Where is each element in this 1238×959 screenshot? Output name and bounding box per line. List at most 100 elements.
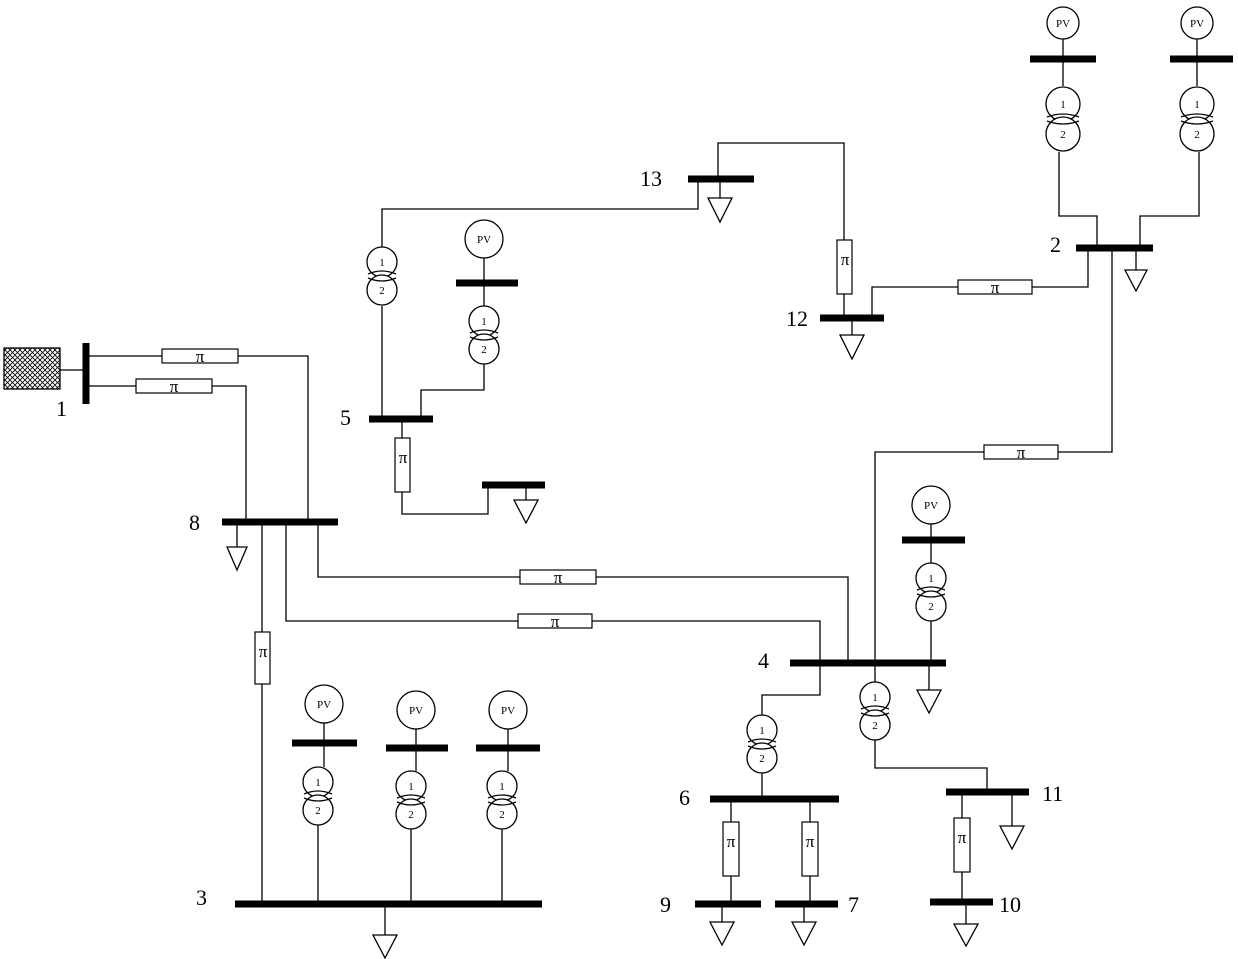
- pv-label: PV: [1056, 18, 1070, 30]
- line-8-3: π: [254, 631, 271, 685]
- wire-bus8-bus6: [285, 522, 821, 715]
- pi-symbol: π: [727, 832, 736, 851]
- line-4-2: π: [983, 443, 1059, 462]
- wires: [60, 38, 1200, 935]
- pi-symbol: π: [554, 568, 563, 587]
- bus-label-1: 1: [56, 396, 67, 421]
- load-arrow-icon: [915, 689, 943, 715]
- load-arrow-icon: [998, 825, 1026, 851]
- load-arrow-icon: [226, 546, 248, 572]
- pi-symbol: π: [841, 250, 850, 269]
- pv-label: PV: [501, 705, 515, 717]
- winding-1-label: 1: [759, 725, 765, 737]
- winding-2-label: 2: [1194, 129, 1200, 141]
- bus-labels: 1 2 3 4 5 6 7 8 9 10 11 12 13: [56, 166, 1063, 917]
- pv-label: PV: [1190, 18, 1204, 30]
- winding-2-label: 2: [872, 720, 878, 732]
- pv-source-2a: PV: [1046, 6, 1080, 40]
- load-arrow-icon: [838, 334, 866, 361]
- winding-2-label: 2: [379, 285, 385, 297]
- pi-symbol: π: [259, 642, 268, 661]
- pv-label: PV: [477, 234, 491, 246]
- pv-source-3c: PV: [488, 690, 528, 730]
- transformer-pv3b: 1 2: [395, 770, 427, 830]
- transformer-pv3c: 1 2: [486, 770, 518, 830]
- load-arrow-icon: [790, 921, 818, 947]
- winding-1-label: 1: [481, 316, 487, 328]
- winding-1-label: 1: [315, 777, 321, 789]
- pi-symbol: π: [806, 832, 815, 851]
- pv-label: PV: [317, 699, 331, 711]
- bus-label-5: 5: [340, 405, 351, 430]
- wire-bus13-bus12: [717, 142, 845, 318]
- winding-1-label: 1: [1060, 99, 1066, 111]
- line-13-12: π: [836, 239, 853, 295]
- line-8-6: π: [517, 612, 593, 631]
- bus-label-6: 6: [679, 785, 690, 810]
- pi-symbol: π: [1017, 443, 1026, 462]
- load-arrow-icon: [706, 197, 734, 224]
- wire-bus4-bus2: [874, 248, 1113, 663]
- winding-2-label: 2: [928, 601, 934, 613]
- wire-bus8-bus4: [317, 522, 849, 663]
- transformer-pv4: 1 2: [915, 562, 947, 622]
- pi-symbol: π: [196, 347, 205, 366]
- bus-label-11: 11: [1042, 781, 1063, 806]
- bus-label-8: 8: [189, 510, 200, 535]
- transformer-bus6: 1 2: [746, 714, 778, 774]
- bus-bars: [82, 55, 1233, 908]
- line-1-8-a: π: [161, 347, 239, 366]
- load-arrow-icon: [708, 921, 736, 947]
- line-6-9: π: [722, 821, 740, 877]
- pv-sources: PV PV PV PV PV PV PV: [304, 6, 1214, 730]
- line-11-10: π: [953, 817, 971, 873]
- winding-2-label: 2: [481, 344, 487, 356]
- transformer-pv5: 1 2: [468, 305, 500, 365]
- winding-1-label: 1: [499, 781, 505, 793]
- line-6-7: π: [801, 821, 819, 877]
- transformer-pv2b: 1 2: [1179, 86, 1215, 152]
- wire-bus1-bus8-a: [88, 355, 309, 522]
- loads: [226, 197, 1149, 959]
- transformer-pv2a: 1 2: [1045, 86, 1081, 152]
- winding-1-label: 1: [928, 573, 934, 585]
- winding-1-label: 1: [408, 781, 414, 793]
- pi-symbol: π: [551, 612, 560, 631]
- pv-source-5: PV: [464, 219, 504, 259]
- transformer-bus5: 1 2: [366, 246, 398, 306]
- pi-lines: π π π π π π π π: [135, 239, 1059, 877]
- wire-pv-bus2: [1058, 38, 1200, 248]
- wire-pv-bus3: [317, 818, 503, 904]
- bus-label-2: 2: [1050, 232, 1061, 257]
- pi-symbol: π: [170, 377, 179, 396]
- bus-label-13: 13: [640, 166, 662, 191]
- pv-source-3b: PV: [396, 690, 436, 730]
- winding-1-label: 1: [1194, 99, 1200, 111]
- pv-source-3a: PV: [304, 684, 344, 724]
- transformer-bus4-bus11: 1 2: [859, 681, 891, 741]
- winding-2-label: 2: [499, 809, 505, 821]
- load-arrow-icon: [512, 499, 540, 525]
- bus-label-4: 4: [758, 648, 769, 673]
- bus-label-9: 9: [660, 892, 671, 917]
- line-12-2: π: [957, 278, 1033, 297]
- bus-label-10: 10: [999, 892, 1021, 917]
- bus-label-3: 3: [196, 885, 207, 910]
- winding-2-label: 2: [408, 809, 414, 821]
- wire-bus5-bus13: [381, 179, 699, 419]
- winding-1-label: 1: [872, 692, 878, 704]
- load-arrow-icon: [371, 934, 399, 959]
- wire-bus12-bus2: [871, 248, 1089, 318]
- bus-label-7: 7: [848, 892, 859, 917]
- wire-bus1-bus8-b: [88, 385, 247, 522]
- line-5-load: π: [394, 437, 411, 493]
- bus-label-12: 12: [786, 306, 808, 331]
- external-grid-icon: [3, 347, 61, 390]
- wire-bus5-load-bus: [401, 419, 489, 515]
- load-arrow-icon: [1123, 269, 1149, 293]
- wire-bus4-bus11: [874, 663, 988, 792]
- load-arrow-icon: [952, 923, 980, 948]
- transformers: 1 2 1 2 1 2 1 2 1 2: [302, 86, 1215, 830]
